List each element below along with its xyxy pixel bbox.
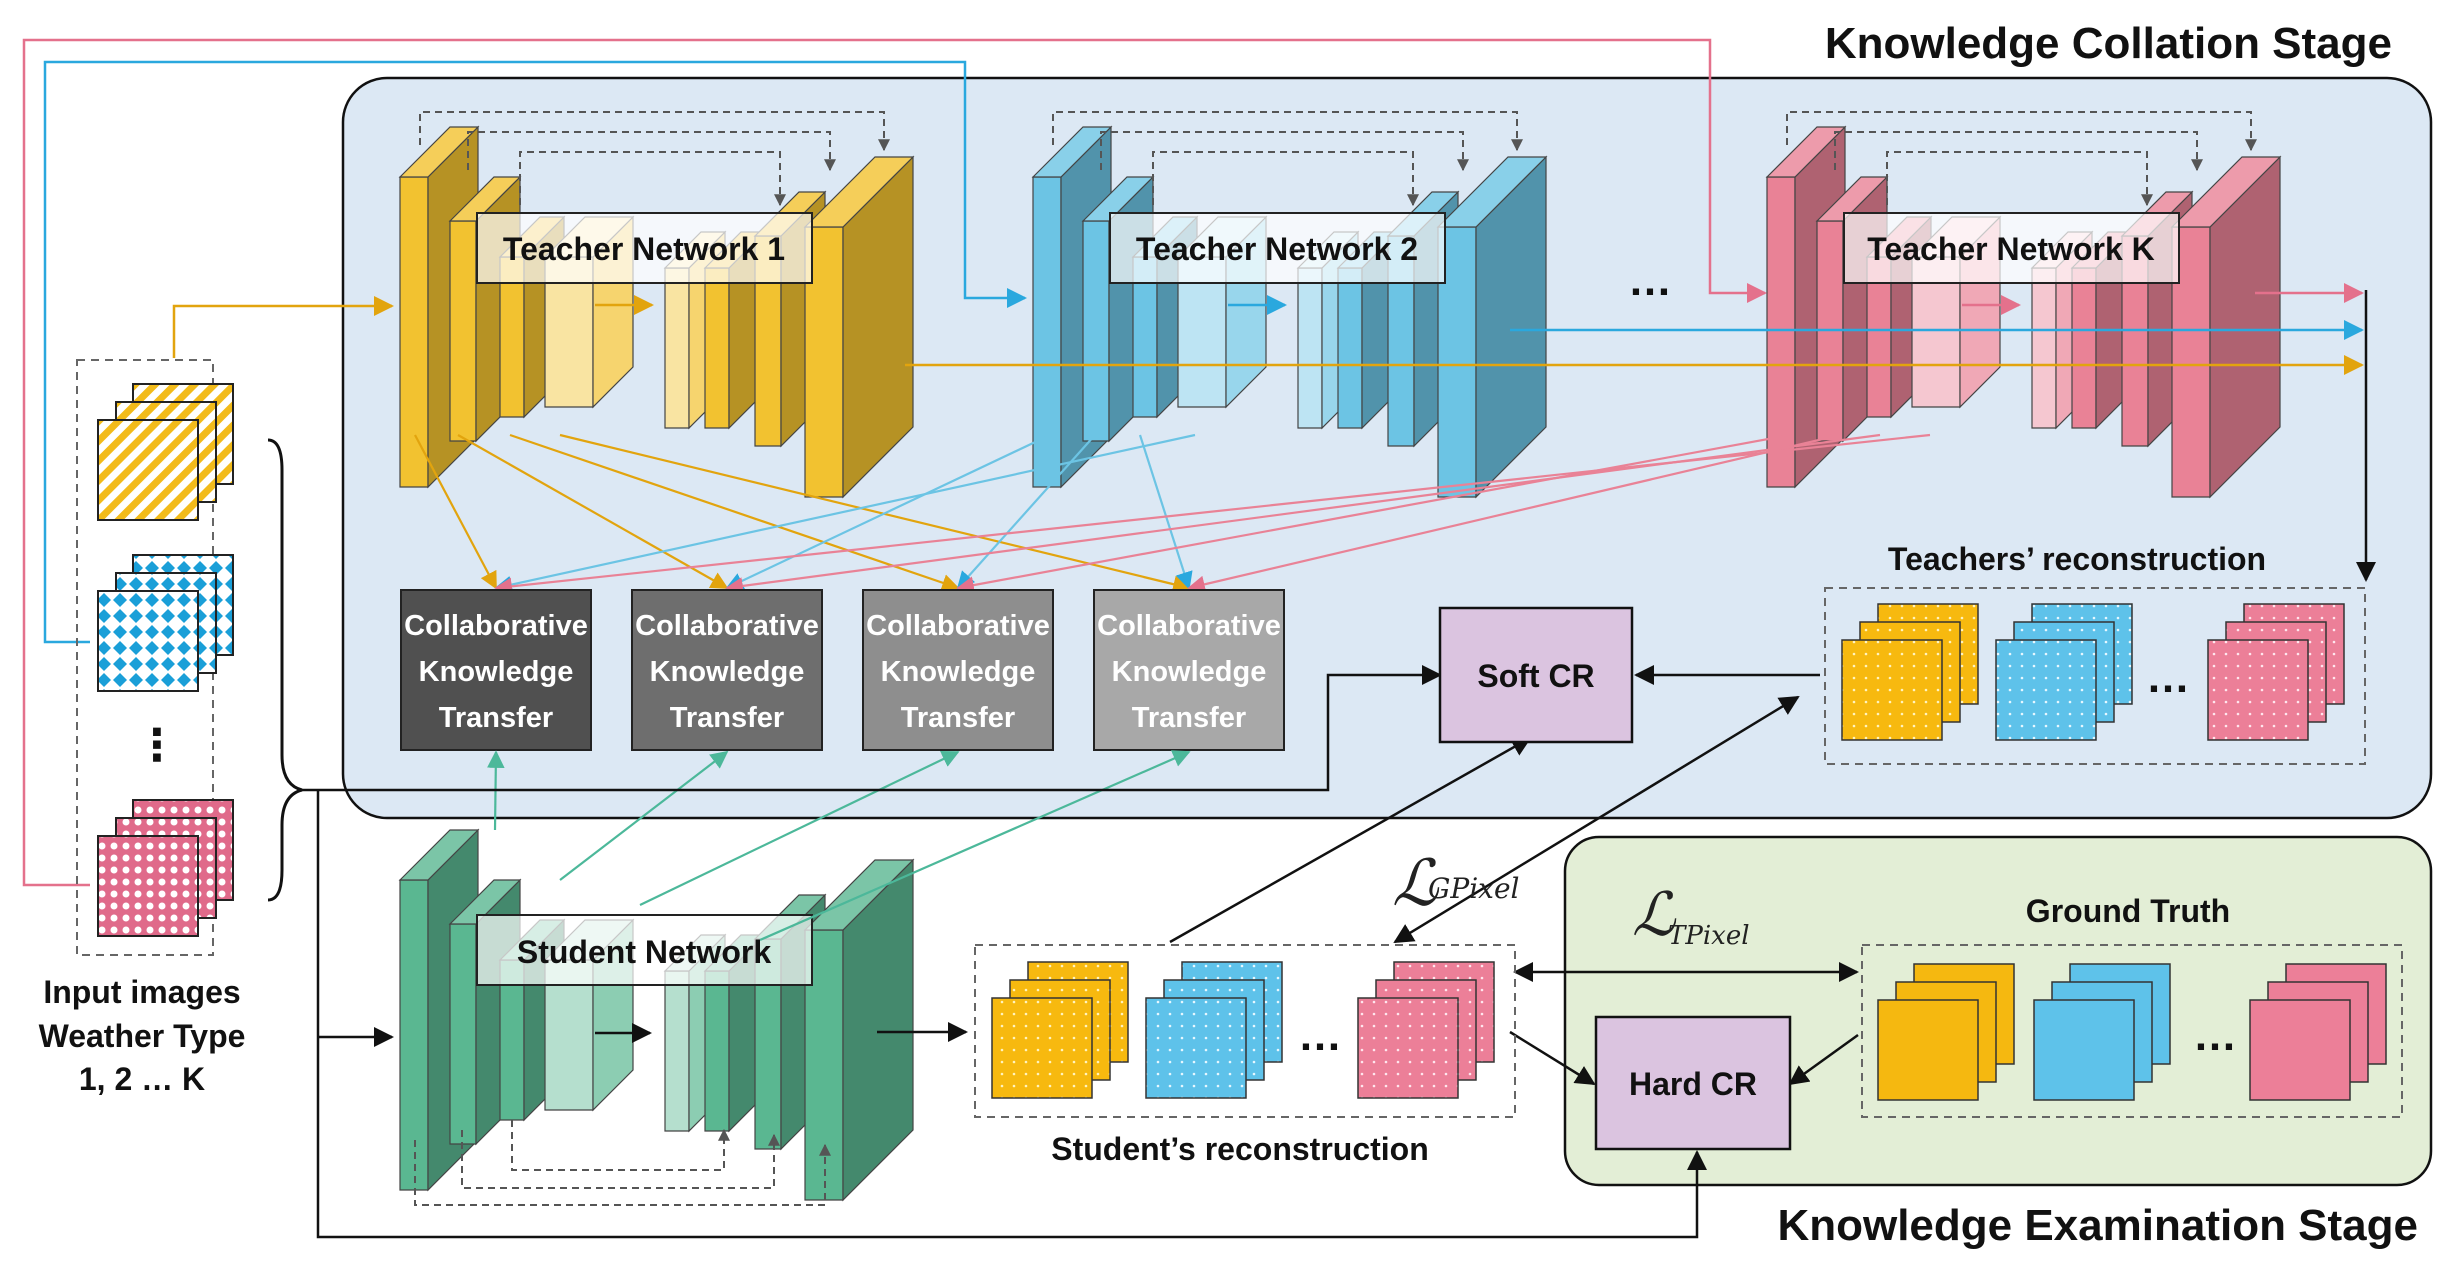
svg-text:ℒ: ℒ (1632, 880, 1677, 950)
teachers-reconstruction-stack (1841, 603, 1979, 741)
teacher-k-layer-8 (2170, 155, 2282, 499)
transfer-arrow (414, 434, 497, 590)
teachers-reconstruction: … (1824, 587, 2366, 765)
transfer-arrow (457, 434, 729, 589)
ckt-text: Transfer (901, 702, 1015, 734)
student-reconstruction-stack (991, 961, 1129, 1099)
ckt-text: Knowledge (1112, 656, 1267, 688)
collation-stage-title: Knowledge Collation Stage (1825, 19, 2392, 68)
student-transfer-arrow (639, 750, 960, 906)
student-skip-connections (414, 1120, 831, 1206)
student-reconstruction-stack (1145, 961, 1283, 1099)
ckt-text: Collaborative (404, 610, 588, 642)
student-reconstruction-stack (1357, 961, 1495, 1099)
transfer-arrow (509, 433, 960, 592)
teacher-2-label: Teacher Network 2 (1136, 231, 1418, 267)
skip-connections (419, 111, 2257, 207)
ellipsis: … (2193, 1011, 2237, 1060)
teacher-2-layer-8 (1436, 155, 1548, 499)
main-flow-lines (300, 665, 1859, 1239)
soft-cr-box (1438, 606, 1634, 744)
transfer-arrow (494, 433, 1196, 594)
student-layer-8 (803, 858, 915, 1202)
soft-cr-label: Soft CR (1477, 658, 1594, 694)
transfer-arrow (1187, 433, 1841, 593)
svg-text:ℒ: ℒ (1392, 847, 1440, 921)
gpixel-loss: ℒ GPixel (1392, 847, 1519, 921)
svg-text:1, 2 … K: 1, 2 … K (79, 1061, 205, 1097)
transfer-arrow (956, 434, 1096, 590)
ground-truth-label: Ground Truth (2026, 893, 2230, 929)
hard-cr-label: Hard CR (1629, 1066, 1757, 1102)
teacher-1-label: Teacher Network 1 (503, 231, 785, 267)
teacher-networks: Teacher Network 1 Teacher Network 2 Teache… (398, 125, 2282, 499)
student-network-group: Student Network (398, 828, 915, 1206)
hazy-image-stack (97, 799, 234, 937)
student-reconstruction-label: Student’s reconstruction (1051, 1131, 1429, 1167)
teacher-output-lines (905, 283, 2376, 582)
ckt-text: Transfer (1132, 702, 1246, 734)
svg-text:GPixel: GPixel (1428, 872, 1519, 905)
teacher-ellipsis: … (1628, 256, 1672, 305)
ckt-text: Collaborative (866, 610, 1050, 642)
examination-stage-title: Knowledge Examination Stage (1777, 1201, 2418, 1250)
ground-truth-stack (2249, 963, 2387, 1101)
svg-text:Weather Type: Weather Type (39, 1018, 246, 1054)
tpixel-loss: ℒ TPixel (1632, 880, 1750, 951)
ckt-text: Knowledge (419, 656, 574, 688)
snowy-image-stack (97, 554, 234, 692)
ellipsis: … (1298, 1011, 1342, 1060)
input-images: ⋮ (76, 359, 234, 956)
input-routing-lines (22, 38, 1767, 887)
teacher-to-ckt-arrows (414, 433, 1931, 596)
teacher-2-network: Teacher Network 2 (1031, 125, 1548, 499)
ckt-boxes: CollaborativeKnowledgeTransferCollaborat… (400, 589, 1285, 751)
teachers-reconstruction-stack (1995, 603, 2133, 741)
teachers-reconstruction-stack (2207, 603, 2345, 741)
student-network: Student Network (398, 828, 915, 1202)
input-vdots: ⋮ (135, 721, 179, 770)
hard-cr-box (1594, 1015, 1792, 1151)
svg-text:Input images: Input images (43, 974, 240, 1010)
student-network-label: Student Network (517, 934, 771, 970)
ground-truth: … (1861, 944, 2403, 1118)
transfer-arrow (1138, 434, 1193, 590)
ckt-text: Collaborative (635, 610, 819, 642)
input-caption: Input images Weather Type 1, 2 … K (39, 974, 246, 1097)
teacher-1-layer-8 (803, 155, 915, 499)
ellipsis: … (2146, 653, 2190, 702)
student-transfer-arrow (759, 750, 1191, 942)
input-brace (267, 438, 303, 902)
ground-truth-stack (1877, 963, 2015, 1101)
teachers-reconstruction-label: Teachers’ reconstruction (1888, 541, 2266, 577)
transfer-arrow (725, 434, 1051, 590)
reconstruction-groups: … … … (974, 587, 2403, 1118)
ground-truth-stack (2033, 963, 2171, 1101)
svg-text:TPixel: TPixel (1668, 921, 1750, 951)
student-transfer-arrow (559, 750, 729, 881)
student-reconstruction: … (974, 944, 1516, 1118)
ckt-text: Knowledge (881, 656, 1036, 688)
teacher-k-label: Teacher Network K (1867, 231, 2155, 267)
ckt-text: Knowledge (650, 656, 805, 688)
transfer-arrow (956, 433, 1791, 594)
ckt-text: Transfer (439, 702, 553, 734)
ckt-text: Collaborative (1097, 610, 1281, 642)
rainy-image-stack (97, 383, 234, 521)
teacher-k-network: Teacher Network K (1765, 125, 2282, 499)
transfer-arrow (494, 433, 1931, 596)
ckt-text: Transfer (670, 702, 784, 734)
transfer-arrow (559, 433, 1191, 593)
teacher-1-network: Teacher Network 1 (398, 125, 915, 499)
